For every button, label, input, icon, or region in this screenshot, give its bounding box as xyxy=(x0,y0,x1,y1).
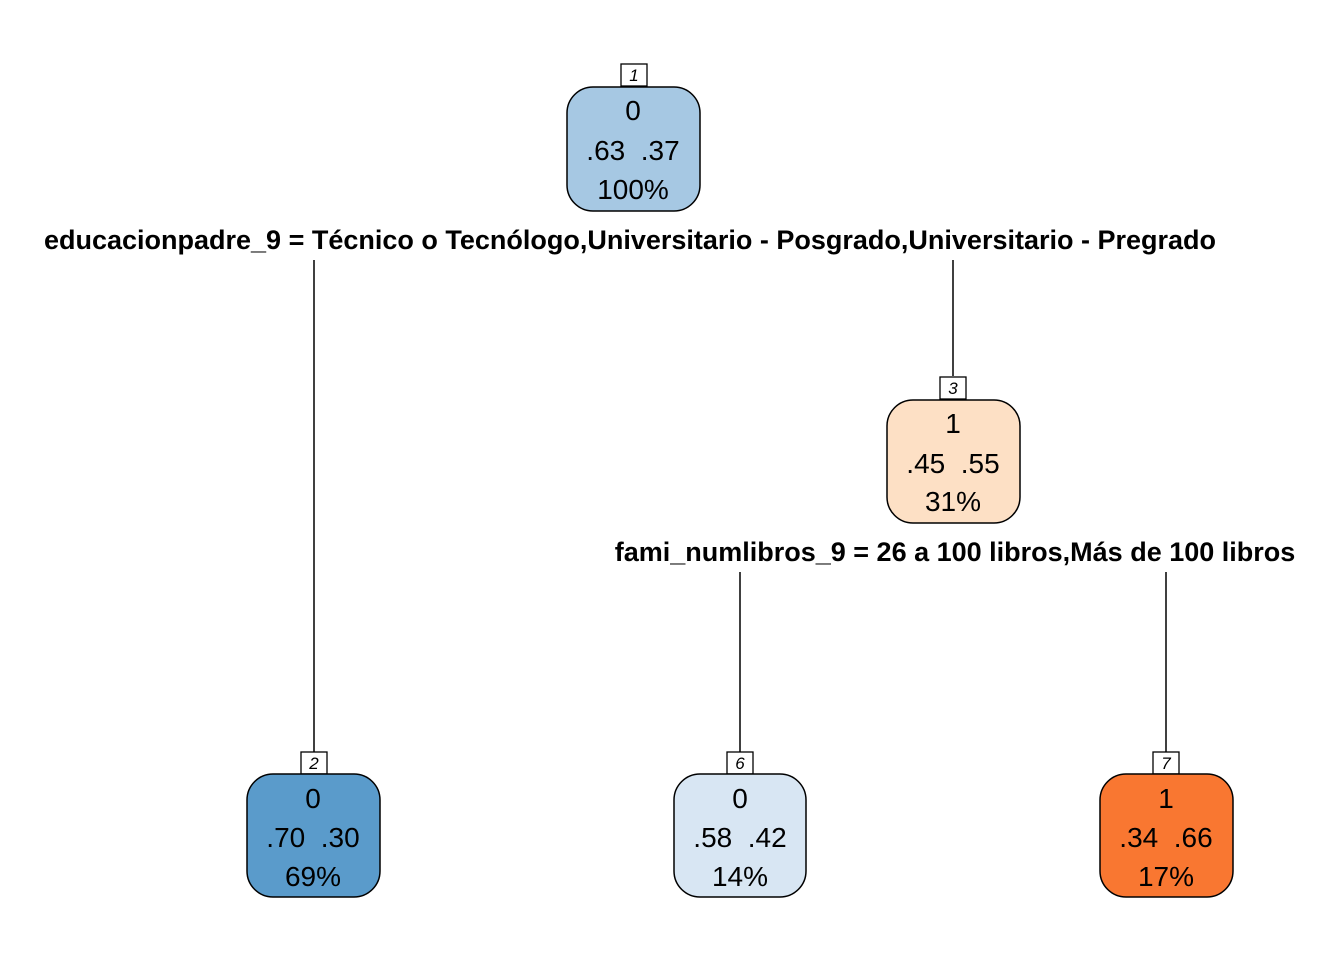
node-class: 1 xyxy=(1158,783,1174,814)
node-box xyxy=(246,773,381,898)
node-id-box xyxy=(620,63,648,87)
split-label-node3: fami_numlibros_9 = 26 a 100 libros,Más d… xyxy=(615,537,1296,567)
node-box xyxy=(566,86,701,212)
node-probs: .45 .55 xyxy=(906,448,999,479)
node-percent: 31% xyxy=(925,486,981,517)
node-class: 0 xyxy=(305,783,321,814)
node-percent: 17% xyxy=(1138,861,1194,892)
split-label-root: educacionpadre_9 = Técnico o Tecnólogo,U… xyxy=(44,225,1216,255)
node-id: 2 xyxy=(308,754,319,773)
node-percent: 14% xyxy=(712,861,768,892)
node-id-box xyxy=(939,376,967,400)
node-id: 1 xyxy=(629,66,638,85)
node-probs: .58 .42 xyxy=(693,822,786,853)
tree-node-3: 3 1 .45 .55 31% xyxy=(886,376,1021,524)
node-percent: 69% xyxy=(285,861,341,892)
tree-node-2: 2 0 .70 .30 69% xyxy=(246,751,381,898)
node-class: 0 xyxy=(625,95,641,126)
node-id: 7 xyxy=(1161,754,1171,773)
node-class: 1 xyxy=(945,408,961,439)
tree-node-6: 6 0 .58 .42 14% xyxy=(673,751,807,898)
node-class: 0 xyxy=(732,783,748,814)
node-probs: .63 .37 xyxy=(586,135,679,166)
node-box xyxy=(886,399,1021,524)
node-probs: .34 .66 xyxy=(1119,822,1212,853)
node-box xyxy=(673,773,807,898)
node-probs: .70 .30 xyxy=(266,822,359,853)
node-percent: 100% xyxy=(597,174,669,205)
tree-node-7: 7 1 .34 .66 17% xyxy=(1099,751,1234,898)
node-id: 6 xyxy=(735,754,745,773)
node-id: 3 xyxy=(948,379,958,398)
node-box xyxy=(1099,773,1234,898)
tree-node-1: 1 0 .63 .37 100% xyxy=(566,63,701,212)
